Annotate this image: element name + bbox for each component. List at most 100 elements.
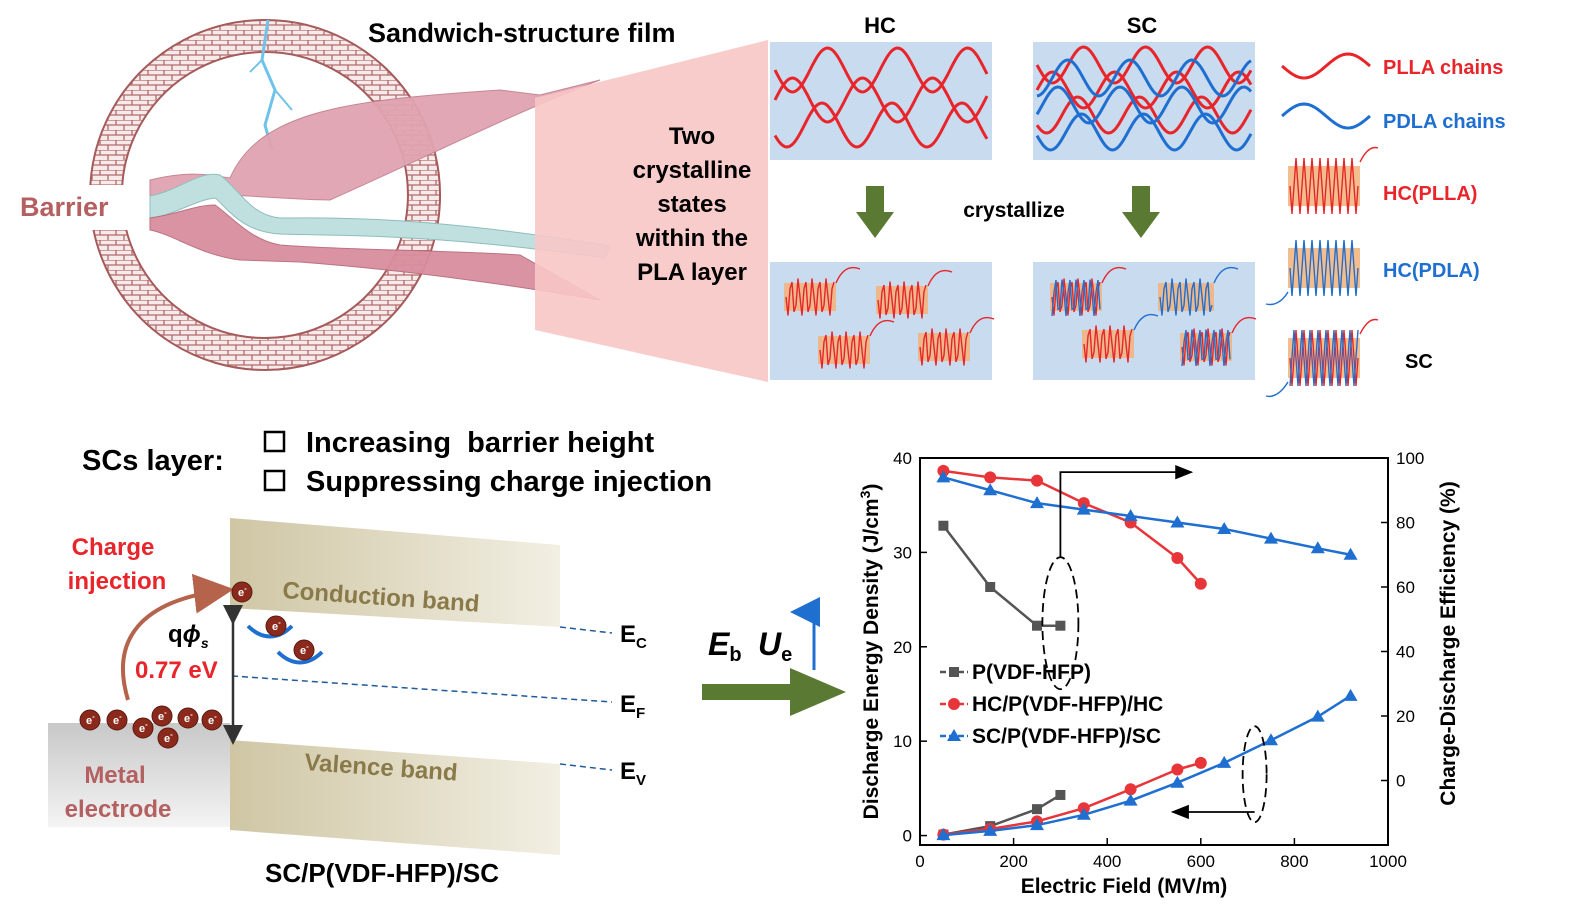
electron-charge-sign: - <box>164 708 167 717</box>
electron-icon <box>79 709 101 731</box>
pla-caption-line-3: states <box>657 191 726 218</box>
electron-charge-sign: - <box>214 712 217 721</box>
folded-chain <box>919 328 969 366</box>
folded-chain <box>877 281 927 319</box>
charge-injection-label-1: Charge <box>72 534 155 561</box>
efficiency-series-line <box>943 476 1351 556</box>
electron-label: e- <box>208 712 217 727</box>
sc-label: SC <box>1127 13 1158 38</box>
point-barrier-height: Increasing barrier height <box>306 427 654 459</box>
sc-crystal-box <box>1033 262 1255 380</box>
y-right-axis-label: Charge-Discharge Efficiency (%) <box>1437 481 1460 805</box>
chain-tail <box>1231 316 1257 334</box>
hc-plla-tail <box>1359 146 1379 163</box>
folded-chain <box>1181 328 1231 366</box>
efficiency-data-point <box>984 471 997 484</box>
electron-label: e- <box>158 708 167 723</box>
electron-charge-sign: - <box>306 642 309 651</box>
chart-legend-marker <box>947 729 961 741</box>
film-bottom-layer <box>149 204 601 301</box>
energy-density-data-point <box>1076 807 1091 820</box>
pla-caption-line-5: PLA layer <box>637 259 747 286</box>
ev-label: EV <box>620 758 646 789</box>
checkbox-1-icon <box>263 430 286 453</box>
folded-chain <box>1083 325 1133 363</box>
y-right-tick-label: 100 <box>1396 449 1424 468</box>
legend-pdla: PDLA chains <box>1383 111 1506 133</box>
electron-icon <box>157 727 179 749</box>
efficiency-data-point <box>985 582 996 592</box>
efficiency-axis-arrow <box>1059 464 1194 558</box>
metal-electrode-label-1: Metal <box>84 762 145 789</box>
y-left-axis-label-main: Discharge Energy Density (J/cm <box>860 498 883 819</box>
barrier-label: Barrier <box>20 192 109 222</box>
efficiency-group-ellipse <box>1041 556 1080 691</box>
energy-density-data-point <box>1171 763 1184 776</box>
energy-density-series-line <box>943 761 1202 836</box>
y-left-tick-label: 20 <box>893 638 912 657</box>
plla-chain-icon <box>1281 52 1371 80</box>
legend-hc-plla: HC(PLLA) <box>1383 183 1477 205</box>
pdla-chain-wave <box>1036 58 1252 98</box>
y-left-tick-label: 0 <box>903 827 912 846</box>
energy-density-series-line <box>943 793 1062 836</box>
scs-layer-label: SCs layer: <box>82 445 224 477</box>
electron-label: e- <box>272 618 281 633</box>
sc-icon-chain <box>1289 329 1359 387</box>
metal-electrode-block <box>48 723 230 827</box>
ef-dashed-line <box>231 675 613 703</box>
folded-chain <box>1051 278 1101 316</box>
metal-electrode-label-2: electrode <box>65 796 172 823</box>
x-tick-label: 400 <box>1093 852 1121 871</box>
energy-group-ellipse <box>1241 725 1268 824</box>
pla-caption-line-1: Two <box>669 123 715 150</box>
ef-label: EF <box>620 691 645 722</box>
x-axis-label: Electric Field (MV/m) <box>1021 875 1228 898</box>
electron-charge-sign: - <box>244 584 247 593</box>
y-right-tick-label: 60 <box>1396 578 1415 597</box>
x-tick-label: 200 <box>999 852 1027 871</box>
electron-icon <box>177 707 199 729</box>
energy-density-data-point <box>1032 804 1042 815</box>
energy-density-data-point <box>1055 789 1066 800</box>
pdla-chain-icon <box>1281 102 1371 130</box>
efficiency-data-point <box>1032 620 1042 631</box>
electron-icon <box>151 705 173 727</box>
folded-chain <box>785 278 835 316</box>
hc-pdla-icon-chain <box>1289 239 1359 297</box>
x-tick-label: 800 <box>1280 852 1308 871</box>
hc-pdla-icon-lamella <box>1288 248 1360 288</box>
x-tick-label: 0 <box>915 852 924 871</box>
zoom-funnel <box>535 40 768 382</box>
energy-density-data-point <box>1123 793 1138 806</box>
efficiency-data-point <box>1310 541 1325 554</box>
efficiency-data-point <box>1170 515 1185 528</box>
electron-charge-sign: - <box>170 730 173 739</box>
crystallize-arrow-sc <box>1122 186 1160 238</box>
structure-label: SC/P(VDF-HFP)/SC <box>265 858 499 888</box>
barrier-value-label: 0.77 eV <box>135 657 218 684</box>
electron-charge-sign: - <box>190 710 193 719</box>
efficiency-data-point <box>1171 551 1184 564</box>
folded-chain <box>1181 329 1231 367</box>
electron-icon <box>293 639 315 661</box>
x-tick-label: 600 <box>1187 852 1215 871</box>
valence-band <box>230 740 560 855</box>
energy-density-data-point <box>1310 709 1325 722</box>
crystal-blocks <box>784 266 1257 369</box>
trap-site-1-icon <box>246 624 294 639</box>
electron-label: e- <box>238 584 247 599</box>
electron-label: e- <box>139 720 148 735</box>
energy-density-series-line <box>943 694 1352 837</box>
chart-legend-marker <box>948 698 960 710</box>
energy-density-data-point <box>936 828 951 841</box>
energy-density-data-point <box>983 823 998 836</box>
trap-site-2-icon <box>276 650 324 665</box>
sandwich-film-illustration: Barrier <box>20 79 611 301</box>
efficiency-data-point <box>1031 474 1043 487</box>
legend-hc-pdla: HC(PDLA) <box>1383 260 1480 282</box>
chart-legend-label: SC/P(VDF-HFP)/SC <box>972 725 1161 748</box>
energy-density-data-point <box>1030 818 1044 831</box>
electron-icon <box>265 615 287 637</box>
